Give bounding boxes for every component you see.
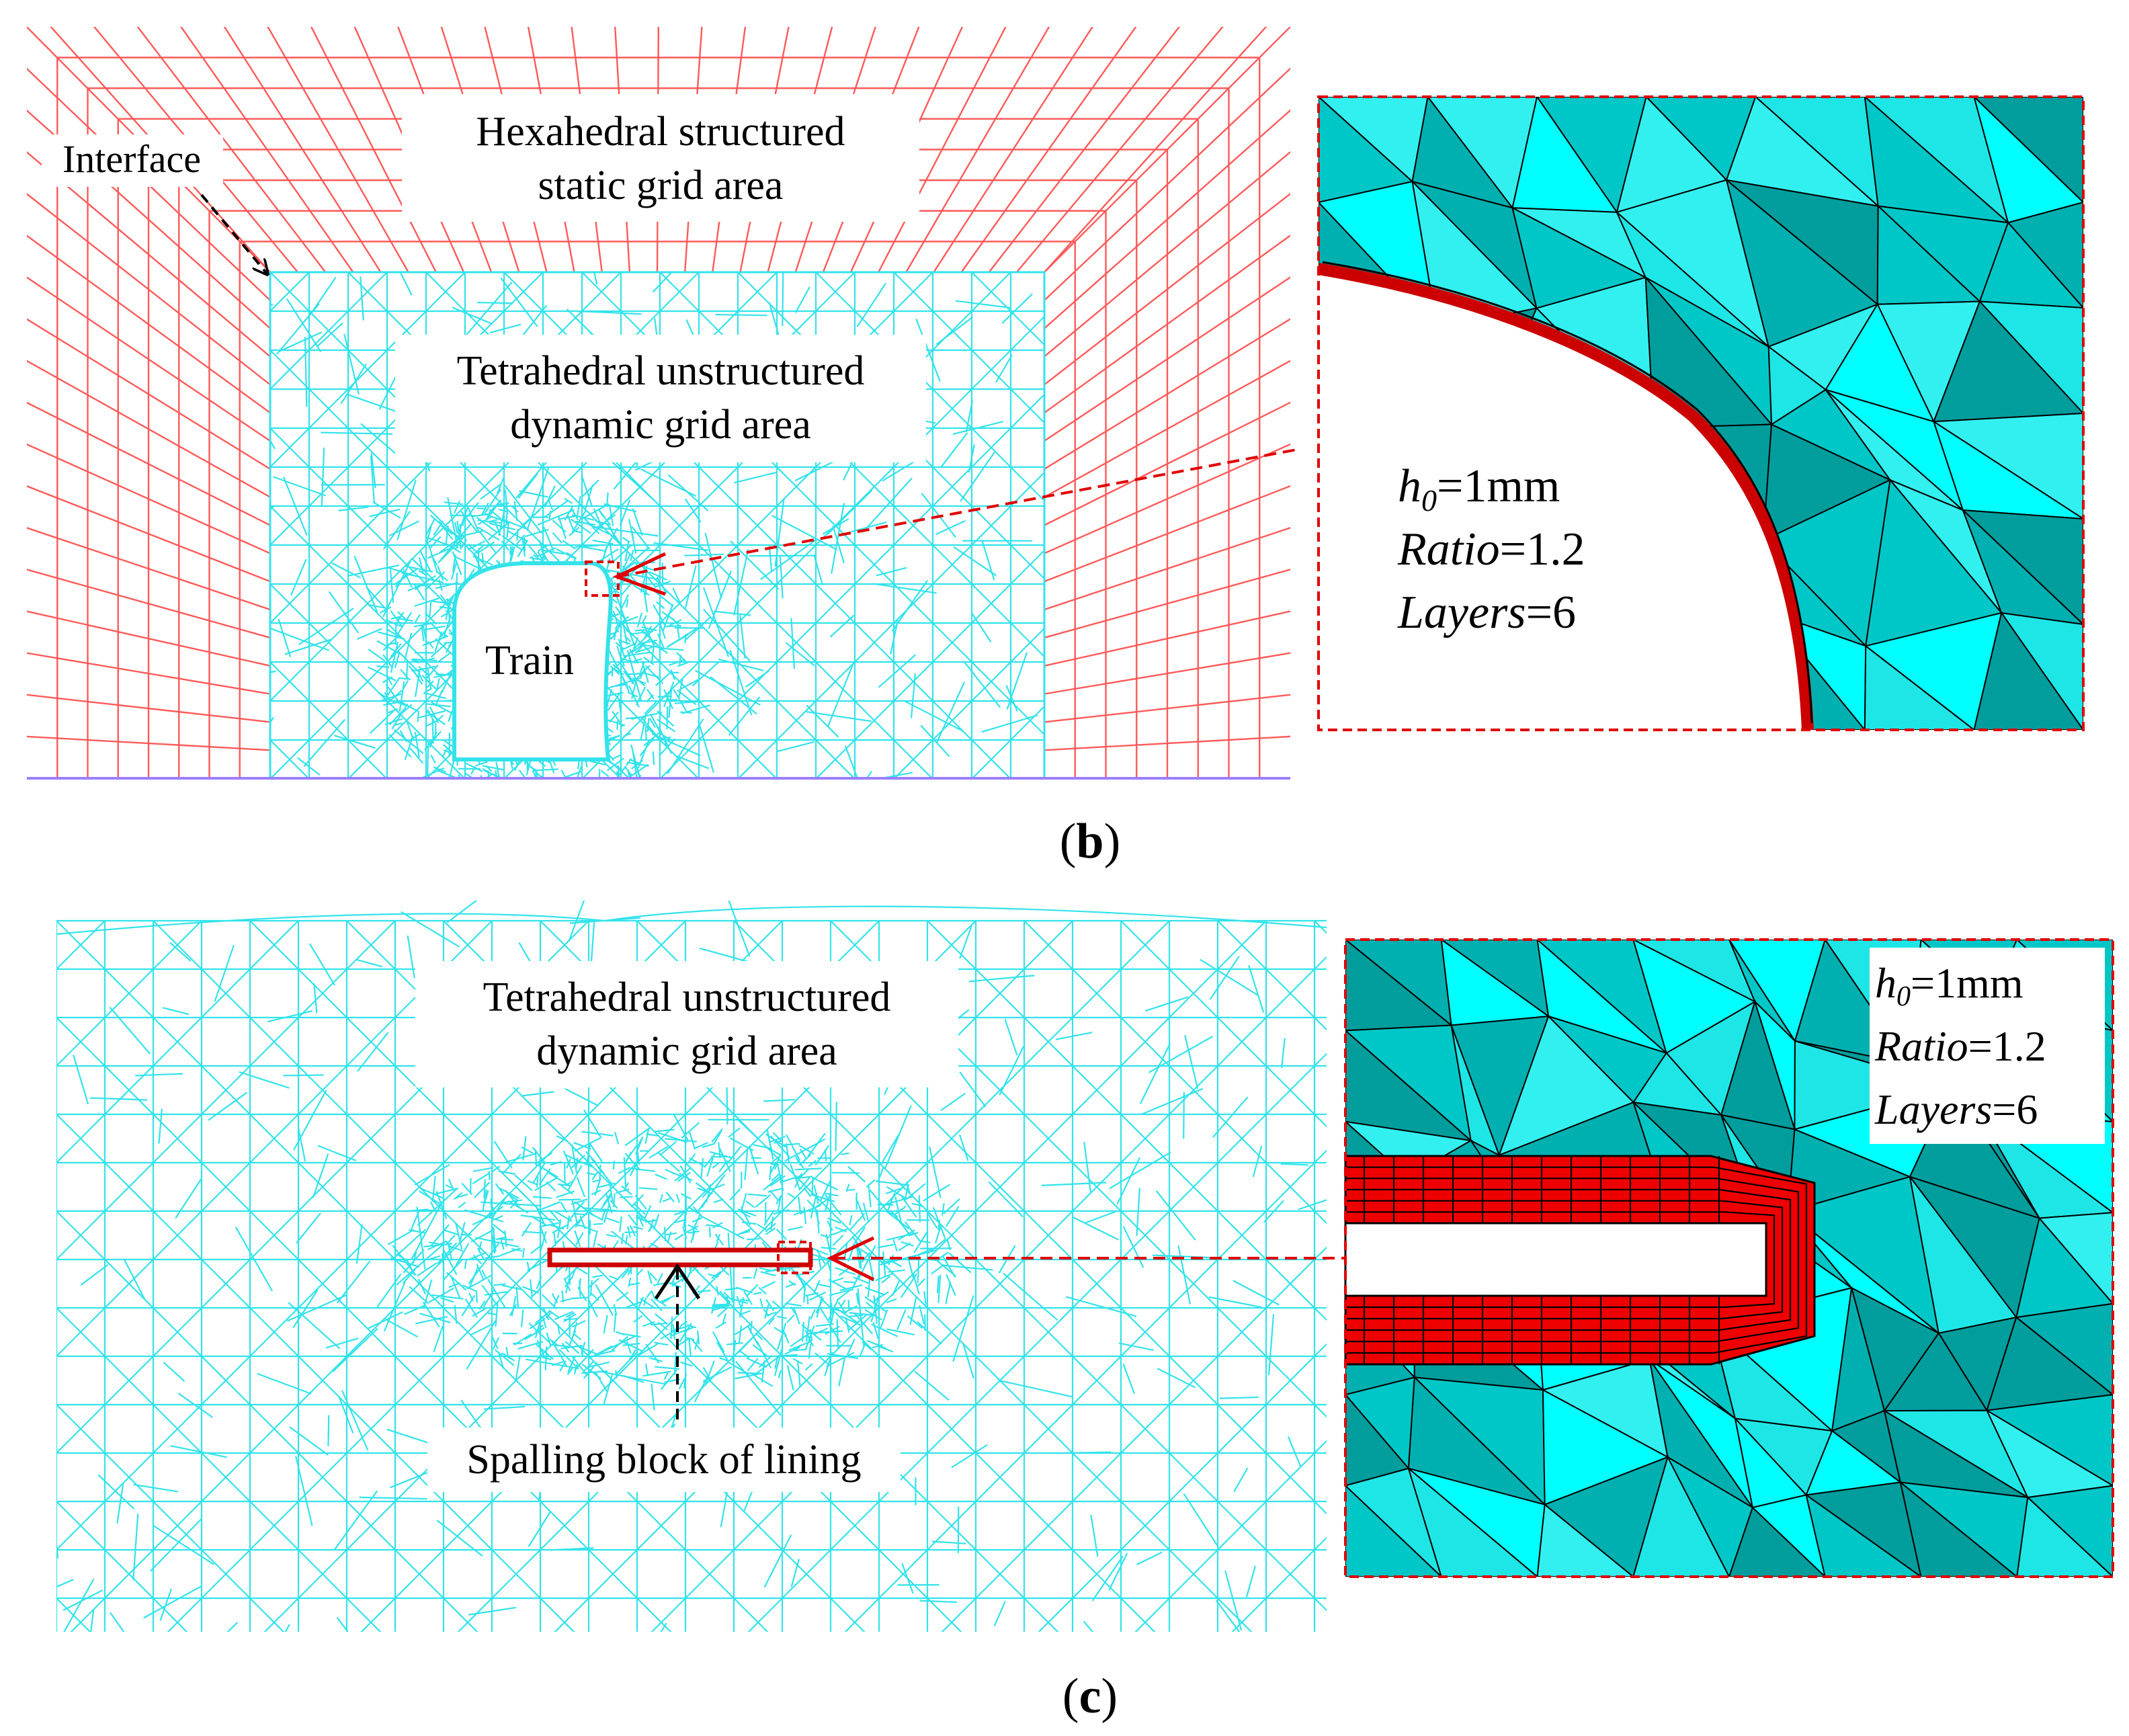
callout-line-b (616, 448, 1301, 578)
panel-c: Tetrahedral unstructured dynamic grid ar… (56, 901, 2114, 1724)
zoom-panel-b: h0=1mm Ratio=1.2 Layers=6 (1317, 95, 2085, 731)
tet-area-label-line1: Tetrahedral unstructured (457, 348, 865, 394)
block-interior-c (1344, 1222, 1767, 1297)
spalling-arrowhead (654, 1263, 701, 1300)
zoom-frame-b (1317, 95, 2085, 731)
boundary-layer-b (1319, 263, 1814, 730)
zoom-layers-b: Layers=6 (1397, 587, 1576, 638)
panel-label-c: (c) (1062, 1669, 1118, 1724)
panel-b: Train Hexahedral structured static grid … (27, 27, 2085, 869)
hex-area-label-box (402, 94, 919, 222)
spalling-label: Spalling block of lining (466, 1437, 861, 1483)
tet-area-label-line1-c: Tetrahedral unstructured (483, 975, 891, 1020)
interface-label: Interface (62, 137, 201, 181)
interface-arrow (200, 194, 267, 274)
tet-area-label-line2-c: dynamic grid area (536, 1028, 837, 1074)
zoom-ratio-c: Ratio=1.2 (1874, 1022, 2046, 1070)
zoom-ratio-b: Ratio=1.2 (1397, 524, 1585, 575)
tet-area-label-box (395, 335, 926, 462)
spalling-label-box (427, 1428, 901, 1492)
hex-area-label-line2: static grid area (538, 163, 784, 208)
train-body (452, 561, 613, 761)
callout-arrowhead-b (612, 552, 667, 596)
zoom-h0-b: h0=1mm (1398, 460, 1560, 518)
zoom-layers-c: Layers=6 (1874, 1085, 2038, 1133)
zoom-panel-c: h0=1mm Ratio=1.2 Layers=6 (1344, 938, 2114, 1578)
zoom-params-box-c (1870, 948, 2105, 1144)
callout-arrowhead-c (827, 1236, 875, 1282)
tet-area-label-box-c (415, 961, 958, 1087)
hex-area-label-line1: Hexahedral structured (476, 109, 845, 155)
interface-label-box (42, 134, 223, 187)
train-surface-zoom (1319, 269, 1808, 730)
tet-area-label-line2: dynamic grid area (510, 402, 811, 448)
zoom-frame-c (1344, 938, 2114, 1578)
static-hex-grid (27, 27, 1290, 778)
train-label: Train (485, 638, 574, 684)
zoom-h0-c: h0=1mm (1875, 959, 2023, 1012)
zoom-source-box-c (777, 1241, 812, 1274)
panel-label-b: (b) (1060, 814, 1120, 869)
spalling-block (547, 1247, 813, 1268)
